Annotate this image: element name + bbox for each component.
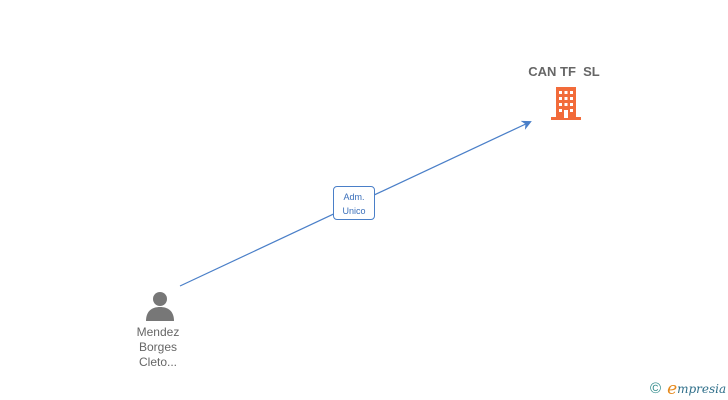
- relation-label-line-2: Unico: [342, 206, 366, 216]
- person-name-line-2: Borges: [138, 340, 178, 354]
- brand-name: mpresia: [677, 382, 727, 396]
- brand-initial: e: [667, 379, 678, 399]
- person-name-line-3: Cleto...: [138, 355, 177, 369]
- person-icon[interactable]: [144, 290, 176, 322]
- building-icon[interactable]: [550, 86, 582, 120]
- empresia-watermark: © e mpresia: [650, 380, 726, 398]
- person-name[interactable]: Mendez Borges Cleto...: [108, 325, 208, 370]
- person-name-line-1: Mendez: [136, 325, 180, 339]
- relation-label-line-1: Adm.: [343, 192, 365, 202]
- copyright-icon: ©: [650, 380, 662, 397]
- relation-label[interactable]: Adm. Unico: [333, 186, 375, 220]
- company-name[interactable]: CAN TF SL: [528, 64, 600, 79]
